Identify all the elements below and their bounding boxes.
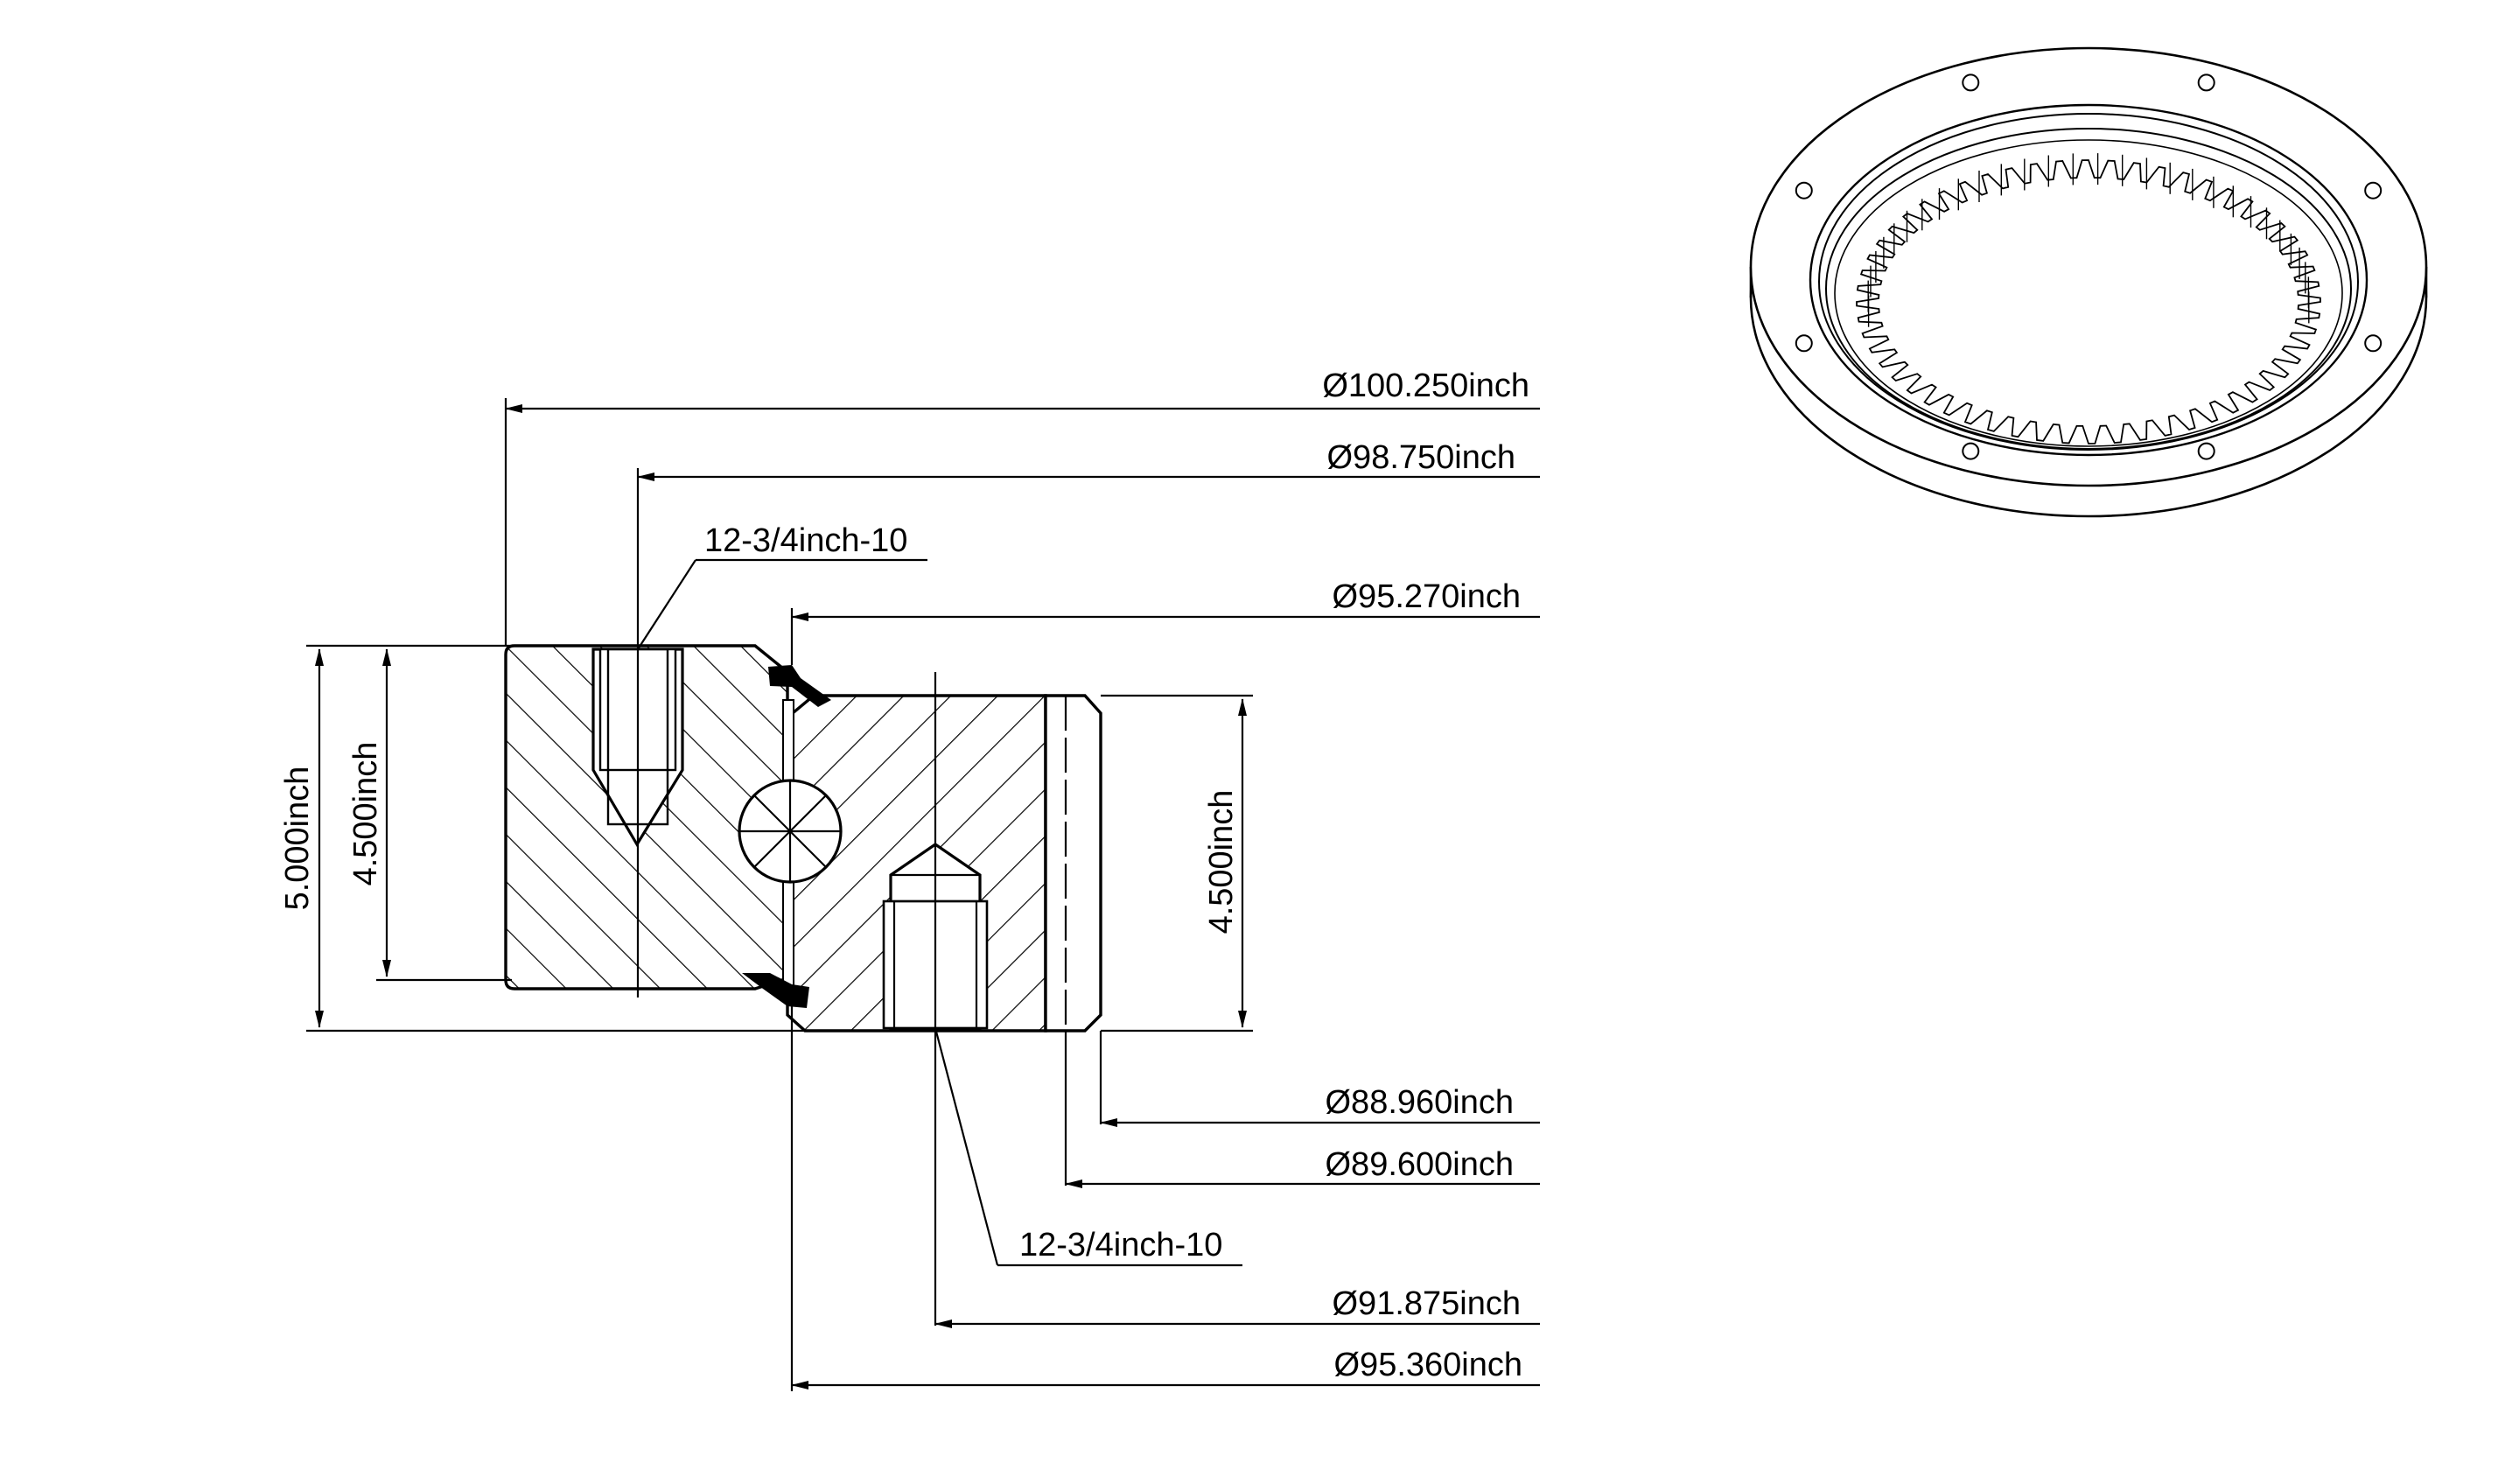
dim-total-height: 5.000inch [279,766,316,911]
gear-tooth-zone [1044,694,1102,1032]
dim-root-diameter: Ø88.960inch [1326,1084,1515,1121]
rolling-ball [738,779,843,884]
dim-bolt-circle-inner: Ø91.875inch [1333,1285,1522,1322]
mounting-holes [1795,74,2383,460]
dim-inner-ring-height: 4.500inch [1203,790,1240,934]
mounting-hole [1962,442,1980,460]
mounting-hole [2197,442,2215,460]
dim-outer-diameter: Ø100.250inch [1322,368,1529,404]
dim-inner-ring-od: Ø95.360inch [1334,1347,1523,1383]
thread-label-top: 12-3/4inch-10 [704,522,907,559]
inner-bolt-hole [882,672,989,1326]
mounting-hole [1962,74,1980,92]
mounting-hole [2364,181,2383,200]
internal-gear-teeth [1856,153,2321,444]
dim-bolt-circle-outer: Ø98.750inch [1327,439,1516,476]
mounting-hole [2197,74,2215,92]
cross-section [504,644,1102,1326]
bearing-3d-view [1749,46,2428,518]
dimension-lines [306,398,1540,1391]
mounting-hole [1795,181,1813,200]
thread-label-bottom: 12-3/4inch-10 [1019,1227,1222,1264]
mounting-hole [1795,334,1813,353]
upper-seal [768,665,831,707]
dim-outer-ring-height: 4.500inch [347,742,384,886]
dimension-labels: Ø100.250inch Ø98.750inch 12-3/4inch-10 Ø… [279,368,1529,1383]
dim-tip-diameter: Ø89.600inch [1326,1146,1515,1183]
mounting-hole [2364,334,2383,353]
dim-outer-ring-bore: Ø95.270inch [1333,578,1522,615]
gear-tooth-profile [1856,159,2321,444]
